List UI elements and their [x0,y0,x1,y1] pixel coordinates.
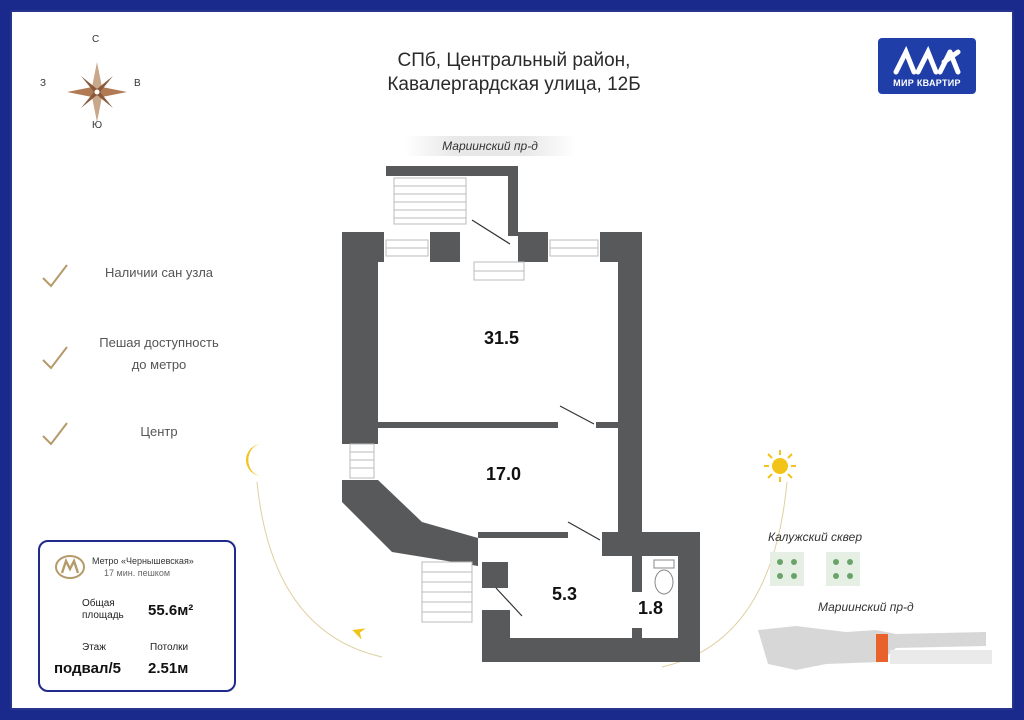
park-trees-icon [770,552,860,586]
info-card: Метро «Чернышевская» 17 мин. пешком Обща… [38,540,236,692]
brand-name: МИР КВАРТИР [893,78,961,88]
address-line-1: СПб, Центральный район, [397,50,631,71]
compass-west: З [40,78,47,89]
room-area-5-3: 5.3 [552,584,578,604]
room-area-1-8: 1.8 [638,598,664,618]
floor-plan [342,166,700,662]
moon-icon [246,444,262,476]
floor-label: Этаж [82,642,106,653]
metro-walk-time: 17 мин. пешком [104,568,171,578]
sun-icon [764,450,796,482]
location-street-label: Мариинский пр-д [818,600,914,614]
check-icon [42,346,68,370]
feature-metro-line-1: Пешая доступность [99,335,219,350]
compass-rose-icon [67,62,127,122]
room-area-17-0: 17.0 [486,464,522,484]
brand-logo: МИР КВАРТИР [878,38,976,94]
check-icon [42,422,68,446]
metro-icon [55,555,85,579]
feature-metro-line-2: до метро [131,357,187,372]
area-label-line-2: площадь [82,610,124,621]
floor-value: подвал/5 [54,660,121,677]
address-line-2: Кавалергардская улица, 12Б [387,74,641,95]
metro-name: Метро «Чернышевская» [92,556,194,566]
brand-mark-icon [893,46,961,75]
feature-center: Центр [140,424,178,439]
ceiling-label: Потолки [150,642,189,653]
feature-bathroom: Наличии сан узла [104,265,214,280]
compass-north: С [92,34,100,45]
park-label: Калужский сквер [768,530,862,544]
ceiling-value: 2.51м [148,660,189,677]
sun-direction-arrow-icon [352,628,366,640]
room-area-31-5: 31.5 [484,328,520,348]
area-label-line-1: Общая [82,598,115,609]
street-label-top: Мариинский пр-д [404,136,576,156]
toilet-icon [653,559,675,595]
compass-east: В [134,78,141,89]
check-icon [42,264,68,288]
area-value: 55.6м² [148,602,194,619]
location-map [758,626,992,670]
compass-south: Ю [92,120,103,131]
floor-plan-sheet: С Ю З В СПб, Центральный район, Кавалерг… [10,10,1014,710]
